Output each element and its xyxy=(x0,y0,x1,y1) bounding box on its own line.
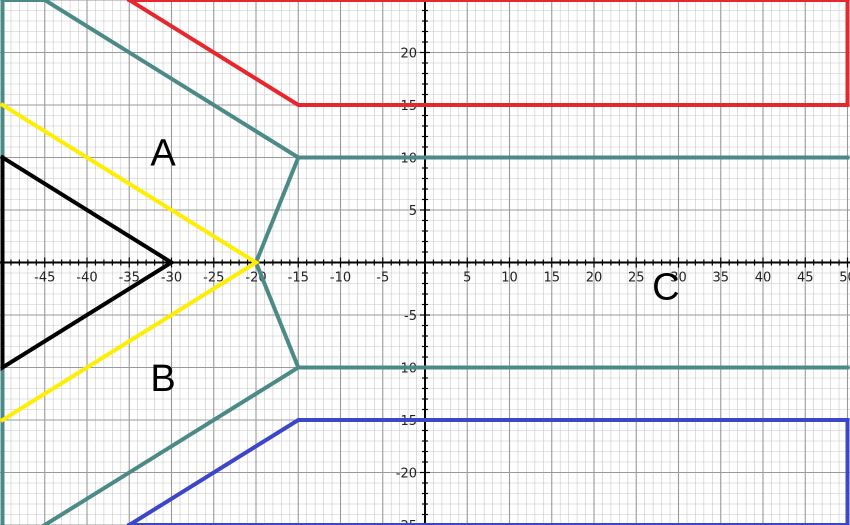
x-tick-label: 40 xyxy=(755,271,772,286)
teal-boundary-line xyxy=(42,154,301,525)
region-label-b: B xyxy=(150,358,175,400)
y-tick-label: 20 xyxy=(400,47,417,62)
annotation-layer: A B C xyxy=(150,132,679,400)
region-label-a: A xyxy=(150,132,176,174)
x-tick-label: -10 xyxy=(330,271,351,286)
x-tick-label: 50 xyxy=(839,271,850,286)
x-tick-label: -15 xyxy=(288,271,309,286)
red-boundary-line xyxy=(126,0,850,107)
x-tick-label: -30 xyxy=(161,271,182,286)
x-tick-label: 15 xyxy=(543,271,560,286)
x-tick-label: 20 xyxy=(586,271,603,286)
region-label-c: C xyxy=(652,267,679,309)
x-tick-label: -5 xyxy=(376,271,389,286)
x-tick-label: 10 xyxy=(501,271,518,286)
teal-boundary-line xyxy=(0,0,850,160)
y-tick-label: -25 xyxy=(396,519,417,525)
y-tick-label: -5 xyxy=(404,309,417,324)
x-tick-label: -35 xyxy=(119,271,140,286)
x-tick-label: 5 xyxy=(463,271,471,286)
yellow-boundary-line xyxy=(0,102,260,423)
x-tick-label: 35 xyxy=(712,271,729,286)
x-tick-label: -25 xyxy=(203,271,224,286)
x-tick-label: 30 xyxy=(670,271,687,286)
blue-boundary-line xyxy=(126,418,850,525)
y-tick-label: 5 xyxy=(409,204,417,219)
x-tick-label: 45 xyxy=(797,271,814,286)
x-tick-label: 25 xyxy=(628,271,645,286)
y-tick-label: -20 xyxy=(396,467,417,482)
x-tick-label: -40 xyxy=(76,271,97,286)
black-boundary-line xyxy=(0,154,176,372)
x-tick-label: -45 xyxy=(34,271,55,286)
